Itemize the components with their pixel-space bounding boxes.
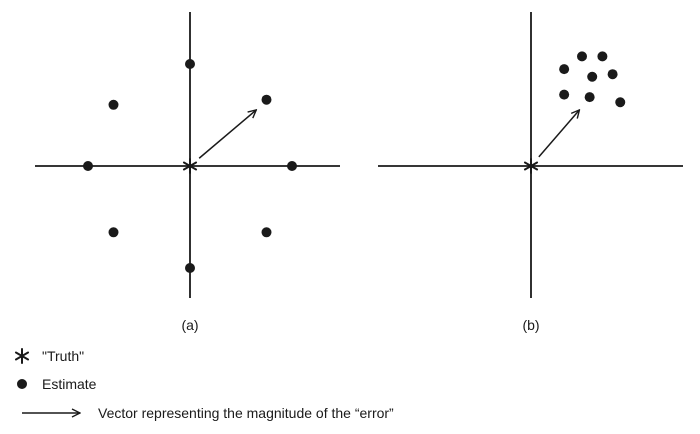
- estimate-point: [108, 227, 119, 238]
- asterisk-icon: [14, 348, 30, 364]
- panel-b-truth-marker: [523, 158, 539, 174]
- estimate-point: [607, 69, 618, 80]
- panel-a-estimates: [83, 59, 297, 273]
- panel-b-label: (b): [522, 317, 539, 333]
- panel-a: (a): [35, 12, 340, 333]
- estimate-point: [185, 59, 195, 69]
- estimate-point: [587, 71, 598, 82]
- legend-truth-label: "Truth": [42, 348, 84, 364]
- asterisk-icon-stroke: [14, 351, 30, 361]
- estimate-point: [261, 94, 272, 105]
- estimate-point: [584, 92, 595, 103]
- truth-marker-stroke: [523, 161, 539, 171]
- panel-a-error-vector: [198, 110, 256, 159]
- estimate-point: [559, 89, 570, 100]
- estimate-point: [559, 64, 570, 75]
- panel-b: (b): [378, 12, 683, 333]
- estimate-point: [261, 227, 272, 238]
- panel-b-error-vector: [538, 110, 580, 158]
- legend-vector-label: Vector representing the magnitude of the…: [98, 405, 394, 421]
- filled-circle-icon: [17, 379, 27, 389]
- truth-marker-stroke: [182, 161, 198, 171]
- estimate-point: [577, 51, 587, 62]
- estimate-point: [83, 161, 93, 171]
- panel-b-estimates: [559, 51, 626, 108]
- legend-estimate-label: Estimate: [42, 376, 97, 392]
- panel-a-label: (a): [181, 317, 198, 333]
- estimate-point: [287, 161, 297, 171]
- estimate-point: [185, 263, 195, 273]
- estimate-point: [615, 97, 626, 108]
- estimate-point: [108, 99, 119, 110]
- legend: "Truth" Estimate Vector representing the…: [14, 348, 394, 421]
- panel-a-truth-marker: [182, 158, 198, 174]
- estimate-point: [597, 51, 608, 62]
